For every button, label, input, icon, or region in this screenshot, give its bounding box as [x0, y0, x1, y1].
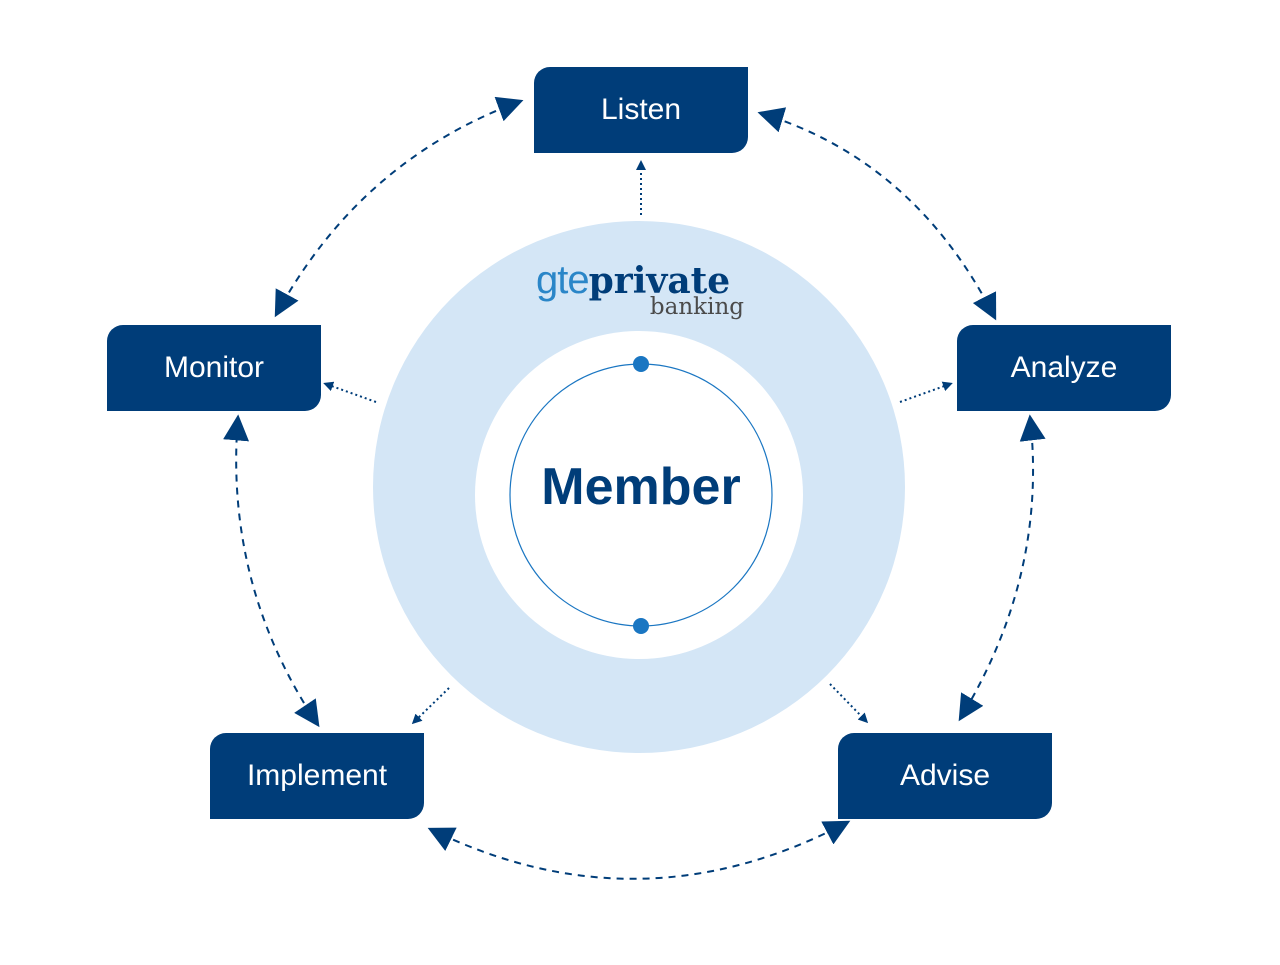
inner-disk [475, 331, 803, 659]
logo-private-text: private [588, 260, 731, 302]
center-member-label: Member [541, 458, 741, 516]
logo-gte-text: gte [536, 258, 590, 302]
spoke-implement [411, 687, 450, 725]
cycle-arrow-monitor-listen [274, 96, 524, 318]
spoke-advise [829, 683, 869, 724]
step-implement-label: Implement [246, 759, 388, 792]
cycle-arrow-analyze-advise [958, 414, 1046, 722]
orbit-dot-top [633, 356, 649, 372]
cycle-arrow-advise-implement [427, 820, 851, 880]
cycle-arrow-listen-analyze [757, 107, 997, 321]
step-listen-label: Listen [600, 93, 682, 126]
step-analyze: Analyze [957, 325, 1171, 411]
orbit-dot-bottom [633, 618, 649, 634]
step-analyze-label: Analyze [1010, 351, 1118, 384]
cycle-arrow-implement-monitor [223, 414, 320, 728]
gte-private-banking-logo: gteprivate banking [536, 258, 746, 322]
logo-banking-text: banking [649, 294, 744, 320]
step-listen: Listen [534, 67, 748, 153]
step-implement: Implement [210, 733, 424, 819]
spoke-monitor [323, 381, 377, 403]
spoke-analyze [899, 381, 953, 403]
step-advise-label: Advise [899, 759, 991, 792]
step-monitor: Monitor [107, 325, 321, 411]
step-advise: Advise [838, 733, 1052, 819]
step-monitor-label: Monitor [163, 351, 265, 384]
